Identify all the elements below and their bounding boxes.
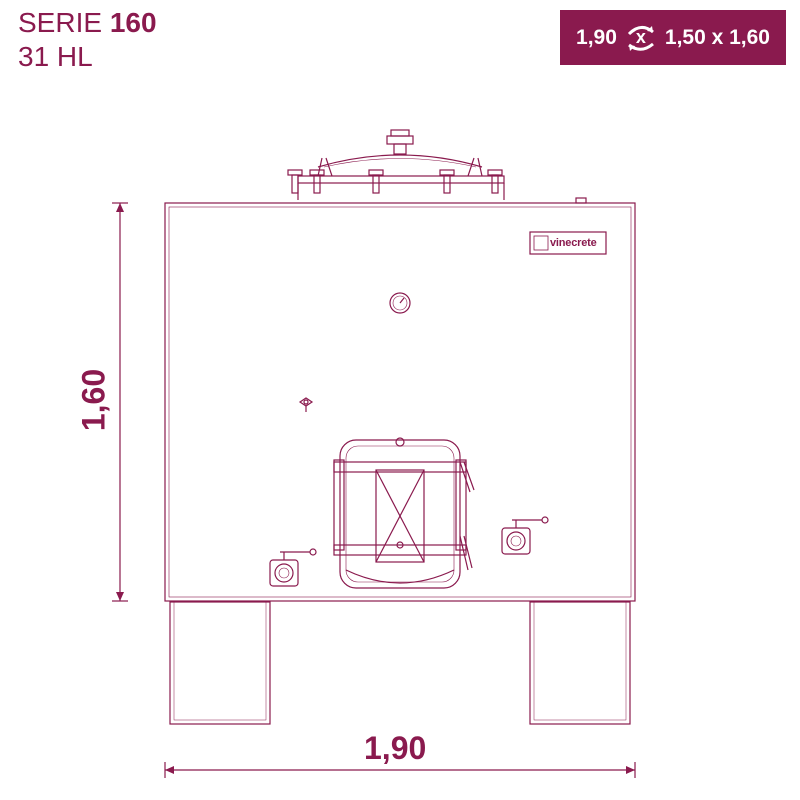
swap-x-label: x bbox=[635, 27, 646, 47]
brand-plate bbox=[529, 231, 607, 255]
brand-logo-text: vinecrete bbox=[550, 237, 597, 249]
lid-bolts bbox=[287, 169, 503, 194]
badge-dim-a: 1,90 bbox=[576, 25, 617, 49]
width-dimension-line bbox=[164, 762, 636, 778]
sample-valve bbox=[298, 397, 314, 412]
left-outlet-valve bbox=[269, 548, 317, 587]
manway-door bbox=[333, 437, 475, 589]
top-valve-nub bbox=[575, 197, 587, 204]
right-leg bbox=[529, 601, 631, 725]
tank-body-inner bbox=[168, 206, 632, 598]
series-number: 160 bbox=[109, 7, 157, 38]
thermometer-gauge bbox=[389, 292, 411, 314]
swap-icon: x bbox=[623, 20, 659, 56]
capacity-label: 31 HL bbox=[18, 41, 93, 72]
top-lid bbox=[297, 129, 505, 200]
height-dimension-line bbox=[112, 202, 128, 602]
height-dimension-label: 1,60 bbox=[75, 368, 112, 432]
dimensions-badge: 1,90 x 1,50 x 1,60 bbox=[560, 10, 786, 65]
title-block: SERIE 160 31 HL bbox=[18, 6, 157, 74]
left-leg bbox=[169, 601, 271, 725]
width-dimension-label: 1,90 bbox=[364, 730, 427, 766]
series-prefix: SERIE bbox=[18, 7, 103, 38]
badge-dim-rest: 1,50 x 1,60 bbox=[664, 25, 770, 49]
series-title: SERIE 160 bbox=[18, 6, 157, 40]
tank-body bbox=[164, 202, 636, 602]
right-outlet-valve bbox=[501, 516, 549, 555]
